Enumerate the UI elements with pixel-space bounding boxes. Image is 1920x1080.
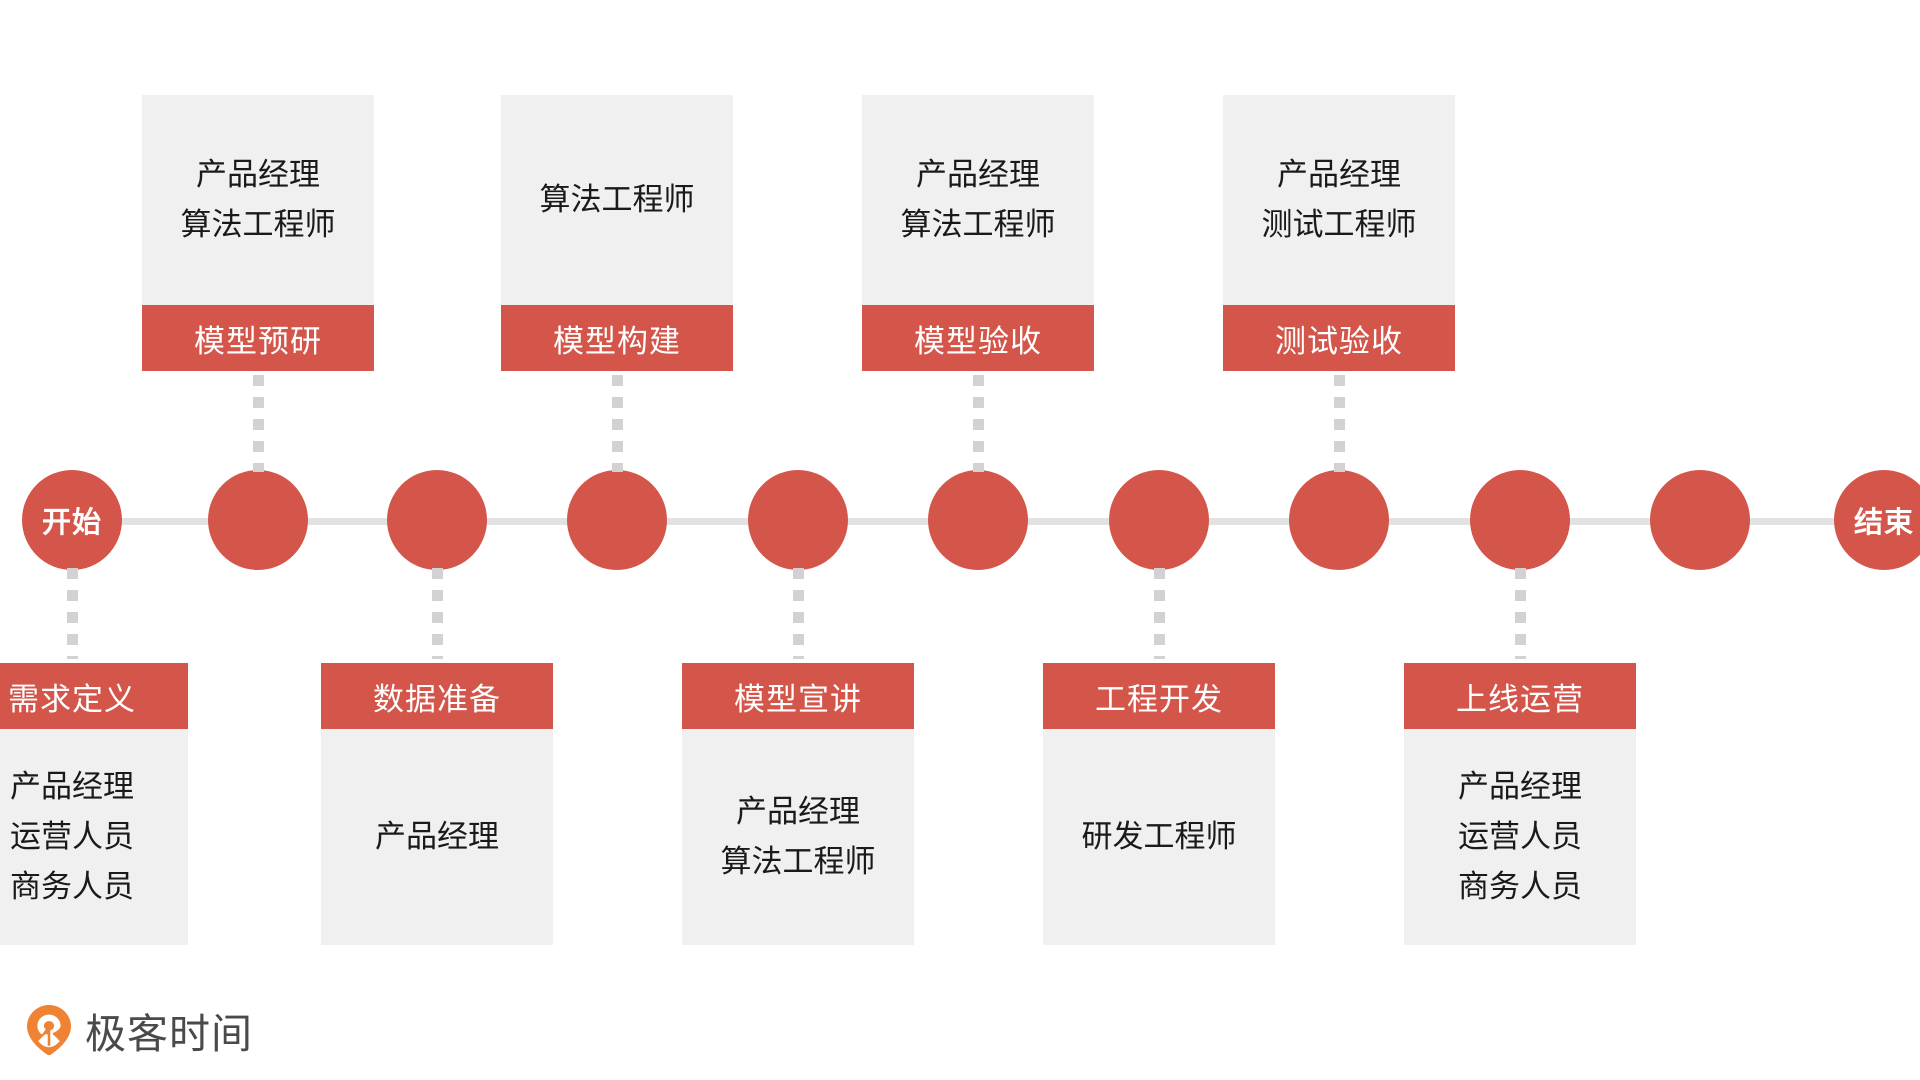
timeline-node-8[interactable] (1470, 470, 1570, 570)
connector-bottom-3 (1154, 568, 1165, 659)
top-card-2-roles: 产品经理算法工程师 (862, 95, 1094, 305)
timeline-node-1[interactable] (208, 470, 308, 570)
role-item: 产品经理 (375, 818, 499, 854)
connector-bottom-0 (67, 568, 78, 659)
role-item: 研发工程师 (1081, 818, 1237, 854)
connector-bottom-4 (1515, 568, 1526, 659)
bottom-card-4-roles: 产品经理运营人员商务人员 (1404, 729, 1636, 945)
bottom-card-1-roles: 产品经理 (321, 729, 553, 945)
connector-bottom-1 (432, 568, 443, 659)
bottom-card-0[interactable]: 需求定义产品经理运营人员商务人员 (0, 663, 188, 945)
role-item: 测试工程师 (1261, 207, 1417, 242)
top-card-3-label[interactable]: 测试验收 (1223, 305, 1455, 371)
timeline-end-node[interactable]: 结束 (1834, 470, 1920, 570)
connector-top-3 (1334, 375, 1345, 472)
role-item: 运营人员 (10, 818, 134, 854)
top-card-2-label[interactable]: 模型验收 (862, 305, 1094, 371)
top-card-0-label[interactable]: 模型预研 (142, 305, 374, 371)
role-item: 算法工程师 (539, 181, 695, 217)
geekbang-logo-icon (26, 1004, 72, 1056)
role-item: 算法工程师 (900, 207, 1056, 242)
bottom-card-0-roles: 产品经理运营人员商务人员 (0, 729, 188, 945)
role-item: 产品经理 (1458, 768, 1582, 804)
timeline-node-7[interactable] (1289, 470, 1389, 570)
role-item: 产品经理 (10, 768, 134, 804)
role-item: 算法工程师 (180, 207, 336, 242)
timeline-end-node-label: 结束 (1853, 507, 1914, 539)
connector-top-0 (253, 375, 264, 472)
timeline-node-9[interactable] (1650, 470, 1750, 570)
timeline-start-node-label: 开始 (41, 507, 102, 539)
bottom-card-2-roles: 产品经理算法工程师 (682, 729, 914, 945)
connector-top-2 (973, 375, 984, 472)
role-item: 算法工程师 (720, 844, 876, 879)
bottom-card-1-label[interactable]: 数据准备 (321, 663, 553, 729)
connector-bottom-2 (793, 568, 804, 659)
timeline-node-4[interactable] (748, 470, 848, 570)
timeline-node-2[interactable] (387, 470, 487, 570)
top-card-1-roles: 算法工程师 (501, 95, 733, 305)
bottom-card-1[interactable]: 数据准备产品经理 (321, 663, 553, 945)
top-card-3[interactable]: 产品经理测试工程师测试验收 (1223, 95, 1455, 371)
top-card-1[interactable]: 算法工程师模型构建 (501, 95, 733, 371)
role-item: 商务人员 (10, 869, 134, 905)
role-item: 商务人员 (1458, 869, 1582, 905)
connector-top-1 (612, 375, 623, 472)
bottom-card-4-label[interactable]: 上线运营 (1404, 663, 1636, 729)
bottom-card-3-label[interactable]: 工程开发 (1043, 663, 1275, 729)
role-item: 产品经理 (196, 156, 320, 192)
timeline-start-node[interactable]: 开始 (22, 470, 122, 570)
top-card-3-roles: 产品经理测试工程师 (1223, 95, 1455, 305)
bottom-card-2-label[interactable]: 模型宣讲 (682, 663, 914, 729)
logo-text: 极客时间 (85, 1011, 253, 1057)
top-card-1-label[interactable]: 模型构建 (501, 305, 733, 371)
timeline-node-5[interactable] (928, 470, 1028, 570)
top-card-2[interactable]: 产品经理算法工程师模型验收 (862, 95, 1094, 371)
bottom-card-3-roles: 研发工程师 (1043, 729, 1275, 945)
top-card-0-roles: 产品经理算法工程师 (142, 95, 374, 305)
bottom-card-0-label[interactable]: 需求定义 (0, 663, 188, 729)
role-item: 产品经理 (916, 156, 1040, 192)
timeline-node-6[interactable] (1109, 470, 1209, 570)
bottom-card-2[interactable]: 模型宣讲产品经理算法工程师 (682, 663, 914, 945)
bottom-card-4[interactable]: 上线运营产品经理运营人员商务人员 (1404, 663, 1636, 945)
role-item: 运营人员 (1458, 818, 1582, 854)
bottom-card-3[interactable]: 工程开发研发工程师 (1043, 663, 1275, 945)
timeline-node-3[interactable] (567, 470, 667, 570)
top-card-0[interactable]: 产品经理算法工程师模型预研 (142, 95, 374, 371)
role-item: 产品经理 (736, 793, 860, 829)
role-item: 产品经理 (1277, 156, 1401, 192)
brand-logo: 极客时间 (26, 1000, 253, 1060)
